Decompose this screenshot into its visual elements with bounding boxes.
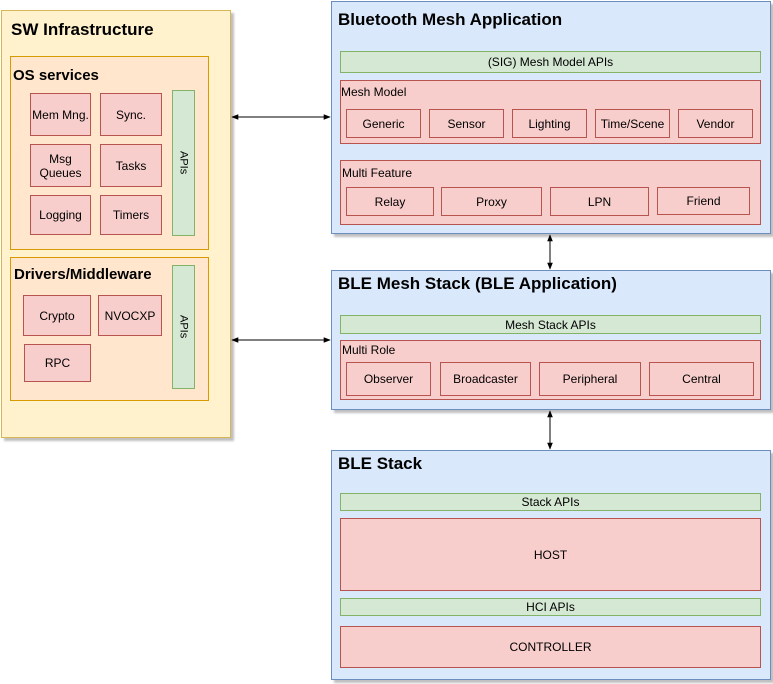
os-item-sync: Sync. [100,93,162,136]
drivers-middleware-title: Drivers/Middleware [14,266,152,283]
multi-feature-proxy: Proxy [441,187,542,216]
os-item-msg-queues: Msg Queues [30,144,91,187]
drivers-apis-label: APIs [177,315,190,339]
mesh-model-sensor: Sensor [429,109,504,138]
bluetooth-mesh-application-title: Bluetooth Mesh Application [338,10,563,29]
multi-role-central: Central [649,362,754,396]
mesh-model-title: Mesh Model [341,85,407,99]
multi-role-broadcaster: Broadcaster [440,362,531,396]
mesh-model-lighting: Lighting [512,109,587,138]
mesh-model-generic: Generic [346,109,421,138]
os-item-logging: Logging [30,195,91,235]
os-services-apis-label: APIs [177,151,190,175]
multi-role-title: Multi Role [342,343,396,357]
os-services-title: OS services [13,67,99,84]
driver-item-crypto: Crypto [23,295,91,336]
multi-feature-lpn: LPN [550,187,649,216]
host-block: HOST [340,518,761,591]
os-item-mem-mng: Mem Mng. [30,93,91,136]
mesh-stack-apis: Mesh Stack APIs [340,315,761,334]
controller-block: CONTROLLER [340,626,761,668]
multi-feature-friend: Friend [657,187,750,215]
driver-item-rpc: RPC [24,344,91,382]
mesh-model-time-scene: Time/Scene [595,109,670,138]
ble-mesh-stack-title: BLE Mesh Stack (BLE Application) [338,274,617,293]
os-item-timers: Timers [100,195,162,235]
os-services-apis: APIs [172,90,195,236]
os-item-tasks: Tasks [100,144,162,187]
mesh-model-vendor: Vendor [678,109,753,138]
multi-feature-title: Multi Feature [342,166,413,180]
driver-item-nvocxp: NVOCXP [98,295,162,336]
stack-apis: Stack APIs [340,493,761,511]
multi-feature-relay: Relay [346,187,434,216]
multi-role-peripheral: Peripheral [539,362,641,396]
hci-apis: HCI APIs [340,598,761,616]
sig-mesh-model-apis: (SIG) Mesh Model APIs [340,51,761,73]
multi-role-observer: Observer [346,362,431,396]
sw-infrastructure-title: SW Infrastructure [11,20,154,39]
ble-stack-title: BLE Stack [338,454,423,473]
drivers-apis: APIs [172,265,195,389]
